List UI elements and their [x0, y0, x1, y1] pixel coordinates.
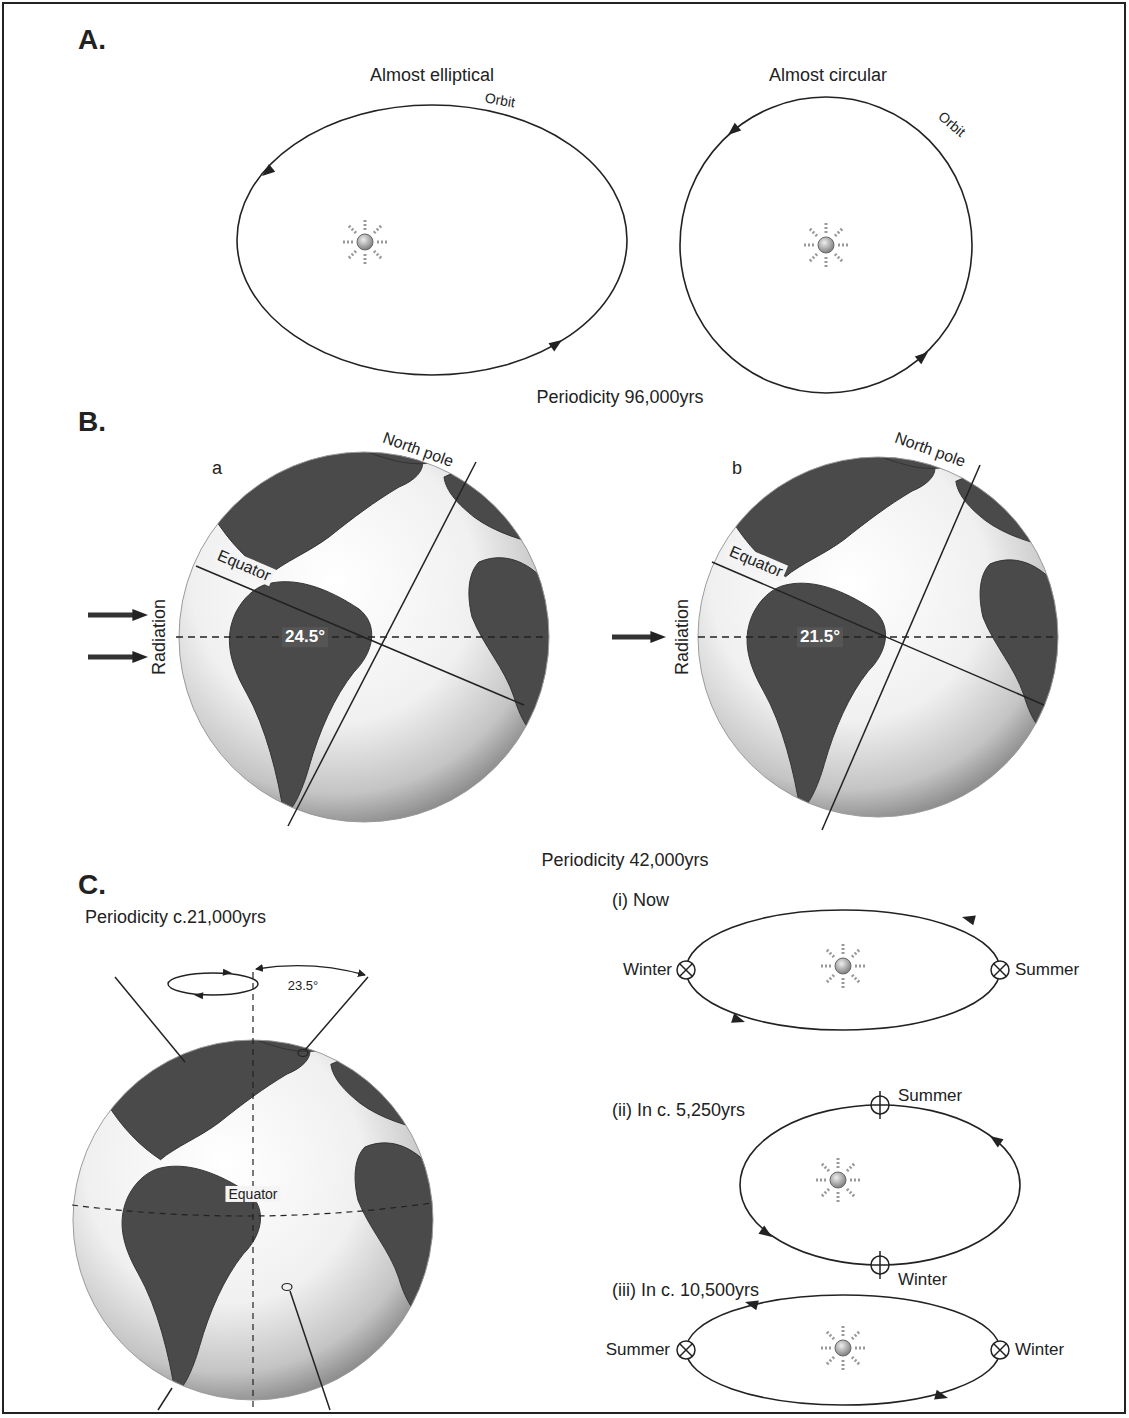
label: 24.5° — [282, 627, 328, 647]
label: (i) Now — [612, 890, 669, 911]
label: Winter — [1015, 1340, 1064, 1360]
label: B. — [78, 406, 106, 438]
label: Equator — [225, 1186, 280, 1202]
label: 21.5° — [797, 627, 843, 647]
label: Winter — [623, 960, 672, 980]
label: Winter — [898, 1270, 947, 1290]
label: C. — [78, 869, 106, 901]
label: (ii) In c. 5,250yrs — [612, 1100, 745, 1121]
label: Summer — [606, 1340, 670, 1360]
label: Periodicity c.21,000yrs — [85, 907, 266, 928]
label: Almost circular — [769, 65, 887, 86]
label: 23.5° — [285, 979, 322, 994]
label: b — [732, 458, 742, 479]
label: a — [212, 458, 222, 479]
label: Summer — [898, 1086, 962, 1106]
label: Radiation — [149, 599, 170, 675]
label: Periodicity 42,000yrs — [541, 850, 708, 871]
label: Orbit — [484, 89, 517, 110]
label: A. — [78, 24, 106, 56]
label: Summer — [1015, 960, 1079, 980]
label: Periodicity 96,000yrs — [536, 387, 703, 408]
label: (iii) In c. 10,500yrs — [612, 1280, 759, 1301]
label: Radiation — [672, 599, 693, 675]
label: Almost elliptical — [370, 65, 494, 86]
label: Orbit — [935, 108, 969, 140]
